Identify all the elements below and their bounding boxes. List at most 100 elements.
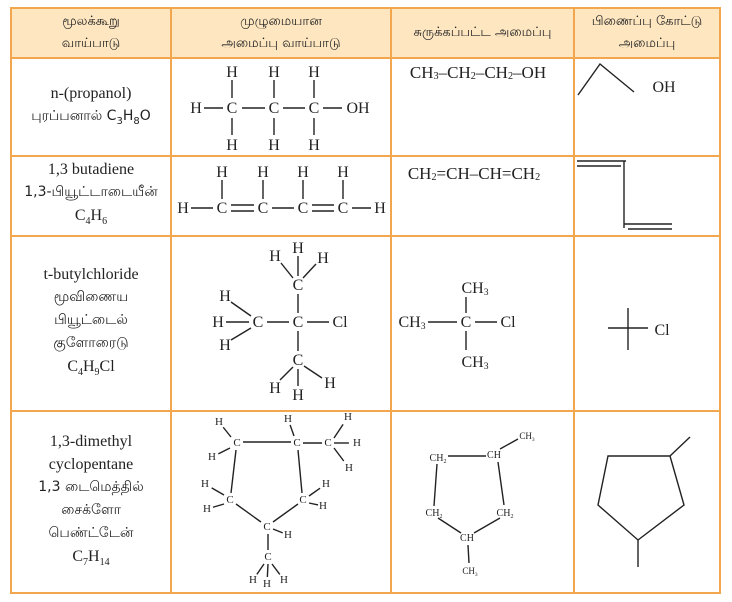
bond <box>499 438 519 450</box>
atom-label: Cl <box>500 314 516 331</box>
bond <box>266 563 269 578</box>
atom-label: H <box>344 411 352 423</box>
atom-label: H <box>190 100 202 117</box>
header-condensed: சுருக்கப்பட்ட அமைப்பு <box>390 7 575 59</box>
name-line: புரப்பனால் C3H8O <box>31 107 151 127</box>
atom-label: H <box>297 164 309 181</box>
atom-label: H <box>337 164 349 181</box>
atom-label: C <box>461 314 472 331</box>
atom-label: H <box>284 529 292 541</box>
atom-label: C <box>264 551 271 563</box>
atom-label: C <box>263 521 270 533</box>
atom-label: CH <box>460 533 474 544</box>
name-line: குளோரைடு <box>53 334 129 351</box>
bond <box>212 503 225 508</box>
bond <box>272 528 284 534</box>
atom-label: CH2 <box>426 508 443 521</box>
atom-label: CH3 <box>461 280 488 298</box>
atom-label: H <box>269 248 281 265</box>
header-molecular-formula: மூலக்கூறு வாய்பாடு <box>10 7 172 59</box>
atom-label: C <box>226 494 233 506</box>
atom-label: H <box>215 416 223 428</box>
atom-label: H <box>257 164 269 181</box>
bond <box>280 262 294 279</box>
header-line: பிணைப்பு கோட்டு <box>591 14 703 29</box>
name-line: 1,3 butadiene <box>47 161 135 179</box>
atom-label: H <box>319 500 327 512</box>
atom-label: C <box>338 200 349 217</box>
header-line: அமைப்பு <box>618 36 676 51</box>
bond <box>467 544 470 564</box>
atom-label: C <box>269 100 280 117</box>
atom-label: H <box>226 137 238 154</box>
name-line: C4H6 <box>74 207 108 228</box>
row-name: n-(propanol) புரப்பனால் C3H8O <box>10 57 172 157</box>
bond <box>669 436 691 457</box>
atom-label: C <box>293 314 304 331</box>
header-line: அமைப்பு வாய்பாடு <box>221 36 341 51</box>
atom-label: OH <box>652 79 676 96</box>
header-bond-line: பிணைப்பு கோட்டு அமைப்பு <box>573 7 721 59</box>
atom-label: H <box>177 200 189 217</box>
header-line: மூலக்கூறு <box>62 14 120 29</box>
bond <box>230 327 252 341</box>
bond <box>272 503 299 523</box>
name-line: cyclopentane <box>48 455 134 473</box>
bond <box>333 423 344 439</box>
bond <box>271 563 281 575</box>
header-line: வாய்பாடு <box>61 36 121 51</box>
atom-label: C <box>293 277 304 294</box>
name-line: 1,3-dimethyl <box>49 432 133 450</box>
name-line: மூவிணைய <box>53 288 129 305</box>
name-line: n-(propanol) <box>50 84 132 102</box>
bond <box>473 517 501 534</box>
atom-label: C <box>309 100 320 117</box>
atom-label: CH3 <box>461 354 488 372</box>
atom-label: CH3 <box>398 314 425 332</box>
atom-label: H <box>292 387 304 404</box>
atom-label: C <box>293 437 300 449</box>
atom-label: H <box>268 64 280 81</box>
atom-label: C <box>324 437 331 449</box>
atom-label: CH <box>487 450 501 461</box>
condensed-formula: CH3–CH2–CH2–OH <box>410 63 546 82</box>
atom-label: H <box>353 437 361 449</box>
bond <box>217 447 231 455</box>
bond <box>333 447 345 462</box>
name-line: C4H9Cl <box>67 357 115 379</box>
atom-label: CH3 <box>519 431 535 443</box>
name-line: பியூட்டைல் <box>54 311 128 328</box>
atom-label: H <box>322 478 330 490</box>
atom-label: H <box>308 64 320 81</box>
name-line: சைக்ளோ <box>61 501 121 518</box>
atom-label: C <box>298 200 309 217</box>
bond <box>433 463 438 507</box>
atom-label: Cl <box>332 314 348 331</box>
condensed-formula: CH2=CH–CH=CH2 <box>408 164 540 183</box>
bond <box>289 424 295 437</box>
atom-label: H <box>263 578 271 590</box>
atom-label: H <box>219 288 231 305</box>
atom-label: H <box>208 451 216 463</box>
atom-label: H <box>292 240 304 257</box>
atom-label: CH2 <box>497 508 514 521</box>
atom-label: Cl <box>654 322 670 339</box>
bond <box>302 263 317 279</box>
atom-label: H <box>324 375 336 392</box>
atom-label: C <box>293 352 304 369</box>
bond <box>308 502 319 506</box>
atom-label: C <box>253 314 264 331</box>
atom-label: H <box>201 478 209 490</box>
bond <box>211 487 225 496</box>
bond <box>437 517 462 534</box>
atom-label: C <box>217 200 228 217</box>
bond <box>235 503 262 523</box>
atom-label: H <box>308 137 320 154</box>
atom-label: H <box>280 574 288 586</box>
atom-label: H <box>203 503 211 515</box>
name-line: t-butylchloride <box>43 265 139 283</box>
atom-label: H <box>317 250 329 267</box>
